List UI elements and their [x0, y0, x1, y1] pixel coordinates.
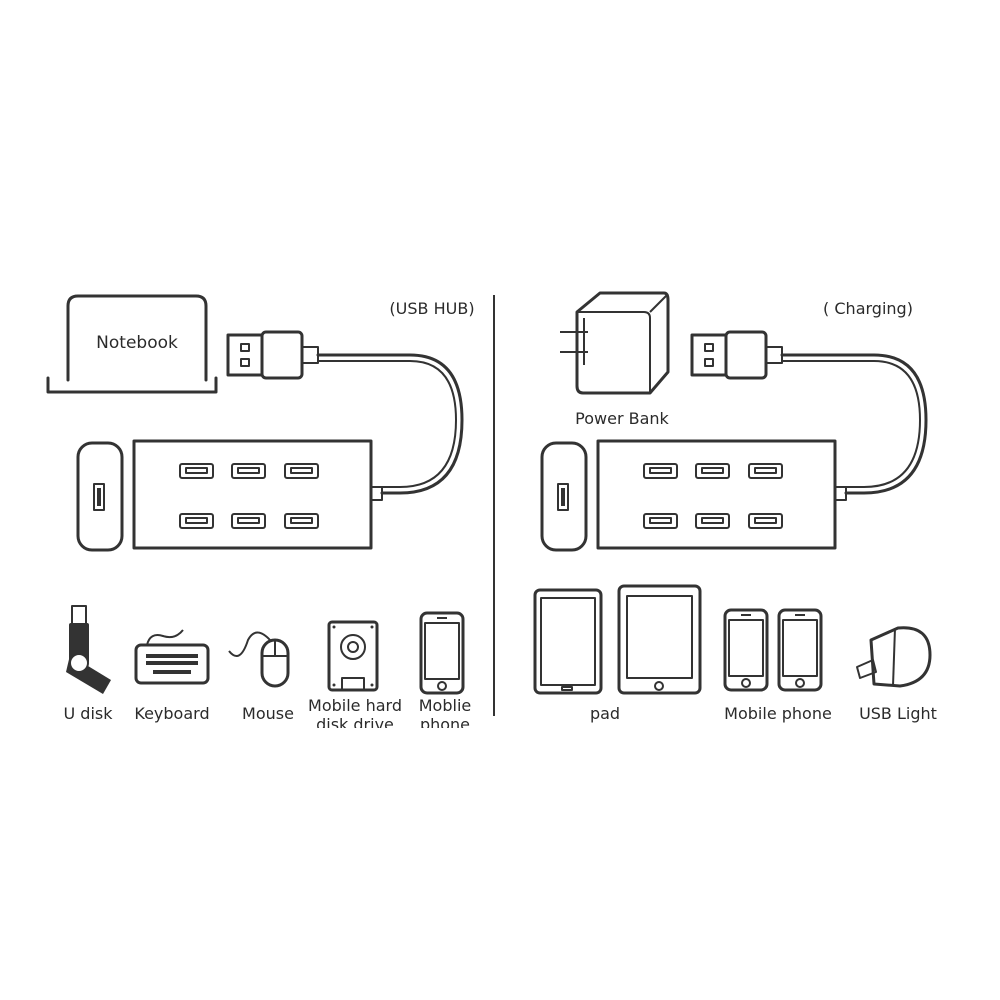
device-label-phone-line1: Moblie	[419, 696, 471, 715]
tablet-icon	[533, 584, 702, 695]
usb-plug-icon	[226, 330, 320, 380]
side-usb-port	[540, 441, 588, 552]
device-label-hdd-line1: Mobile hard	[308, 696, 402, 715]
notebook-label: Notebook	[96, 333, 178, 353]
phone-icon	[777, 608, 823, 692]
power-bank-icon	[560, 291, 670, 395]
notebook: Notebook	[46, 294, 218, 394]
device-label-keyboard: Keyboard	[134, 704, 209, 723]
device-label-u-disk: U disk	[64, 704, 114, 723]
cable	[780, 353, 928, 495]
charging-mode-label: ( Charging)	[823, 299, 913, 318]
device-label-mobile-phone: Mobile phone	[724, 704, 832, 723]
mouse-icon	[228, 631, 290, 688]
device-label-pad: pad	[590, 704, 620, 723]
device-label-mouse: Mouse	[242, 704, 294, 723]
phone-icon	[723, 608, 769, 692]
usb-hub	[596, 439, 848, 550]
cable	[316, 353, 464, 495]
usb-plug-icon	[690, 330, 784, 380]
keyboard-icon	[134, 629, 210, 685]
usb-hub	[132, 439, 384, 550]
usb-flash-drive-icon	[66, 605, 111, 694]
device-label-phone-line2: phone	[420, 715, 470, 734]
phone-icon	[419, 611, 465, 695]
power-bank-label: Power Bank	[575, 409, 669, 428]
device-label-hdd-line2: disk drive	[316, 715, 394, 734]
hard-disk-icon	[327, 620, 379, 692]
side-usb-port	[76, 441, 124, 552]
usb-light-icon	[856, 626, 932, 688]
usb-hub-mode-label: (USB HUB)	[389, 299, 474, 318]
device-label-usb-light: USB Light	[859, 704, 937, 723]
